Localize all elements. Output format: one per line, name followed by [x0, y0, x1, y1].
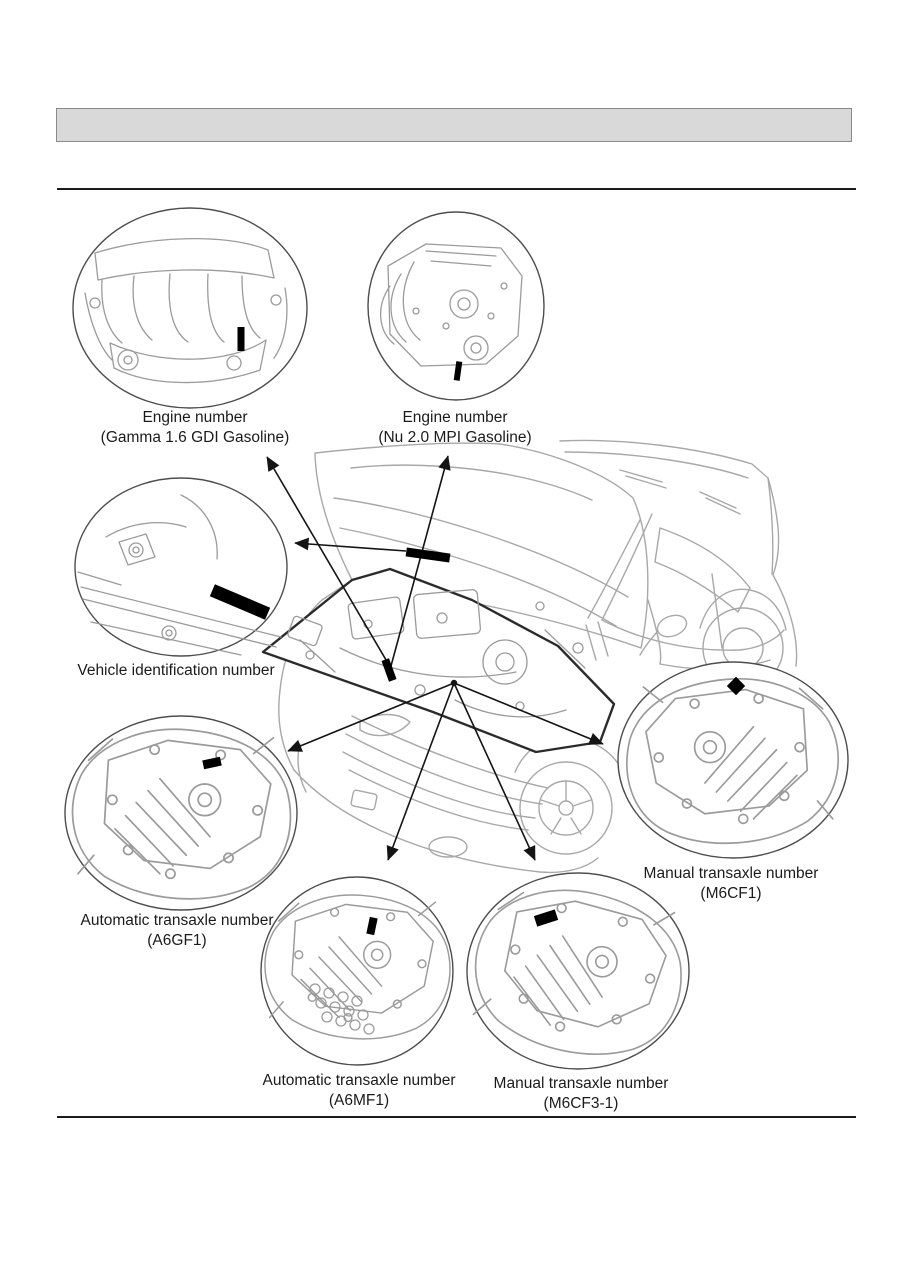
callout-line1: Vehicle identification number: [77, 662, 275, 679]
engine-number-marker-nu: [453, 361, 463, 381]
callout-line1: Engine number: [402, 409, 508, 426]
engine-gamma-illustration: [84, 238, 288, 384]
vin-marker: [209, 584, 271, 620]
at-a6mf1-marker: [366, 916, 378, 936]
callout-line2: (A6GF1): [147, 931, 207, 949]
arrow-at-a6mf1: [386, 682, 455, 861]
engine-bay-machinery: [287, 589, 586, 718]
at-a6mf1-valve-body-bolts: [309, 983, 375, 1035]
engine-bay-opening: [261, 567, 616, 754]
at-a6gf1-callout: [64, 715, 298, 911]
arrow-engine-gamma: [266, 456, 390, 666]
callout-line1: Manual transaxle number: [643, 865, 819, 882]
headlight: [359, 713, 411, 737]
hood-label-marker: [405, 547, 451, 563]
callout-line2: (M6CF3-1): [543, 1094, 619, 1112]
callout-label-at-a6mf1: Automatic transaxle number (A6MF1): [263, 1071, 456, 1110]
callout-line2: (Nu 2.0 MPI Gasoline): [378, 428, 532, 446]
roof-outline: [559, 439, 774, 575]
section-header-bar: [56, 108, 852, 142]
at-a6mf1-callout: [260, 876, 454, 1066]
front-emblem: [428, 836, 468, 858]
callout-label-vin: Vehicle identification number: [77, 661, 274, 681]
arrow-origin-dot: [450, 679, 458, 687]
callout-line2: (Gamma 1.6 GDI Gasoline): [100, 428, 290, 446]
callout-label-mt-m6cf3: Manual transaxle number (M6CF3-1): [494, 1074, 669, 1113]
callout-line2: (A6MF1): [328, 1091, 390, 1109]
vin-callout: [74, 477, 288, 657]
arrow-mt-m6cf3: [453, 682, 536, 861]
callout-line2: (M6CF1): [700, 884, 762, 902]
engine-number-marker-gamma: [237, 327, 245, 351]
pointer-arrows: [266, 455, 604, 861]
callout-line1: Automatic transaxle number: [80, 912, 274, 929]
mt-m6cf1-marker: [726, 676, 746, 696]
vin-location-illustration: [77, 494, 282, 656]
callout-line1: Manual transaxle number: [493, 1075, 669, 1092]
at-a6gf1-marker: [202, 756, 222, 770]
front-wheel: [519, 761, 613, 855]
callout-label-engine-nu: Engine number (Nu 2.0 MPI Gasoline): [378, 408, 531, 447]
bottom-rule: [57, 1116, 856, 1118]
engine-nu-illustration: [379, 243, 523, 367]
callout-label-engine-gamma: Engine number (Gamma 1.6 GDI Gasoline): [101, 408, 290, 447]
side-mirror: [656, 614, 688, 638]
arrow-engine-nu: [390, 455, 451, 667]
engine-bay: [261, 567, 616, 754]
mt-m6cf1-callout: [617, 661, 849, 859]
engine-gamma-callout: [72, 207, 308, 409]
arrow-vin: [294, 537, 407, 552]
engine-nu-callout: [367, 211, 545, 401]
arrow-at-a6gf1: [287, 682, 455, 752]
callout-label-mt-m6cf1: Manual transaxle number (M6CF1): [644, 864, 819, 903]
mt-m6cf3-marker: [533, 909, 559, 927]
arrow-mt-m6cf1: [453, 682, 604, 745]
engine-number-location-marker: [381, 658, 397, 682]
mt-m6cf3-callout: [464, 872, 693, 1070]
callout-line1: Engine number: [142, 409, 248, 426]
callout-label-at-a6gf1: Automatic transaxle number (A6GF1): [81, 911, 274, 950]
callout-line1: Automatic transaxle number: [262, 1072, 456, 1089]
top-rule: [57, 188, 856, 190]
door-window: [654, 527, 751, 613]
